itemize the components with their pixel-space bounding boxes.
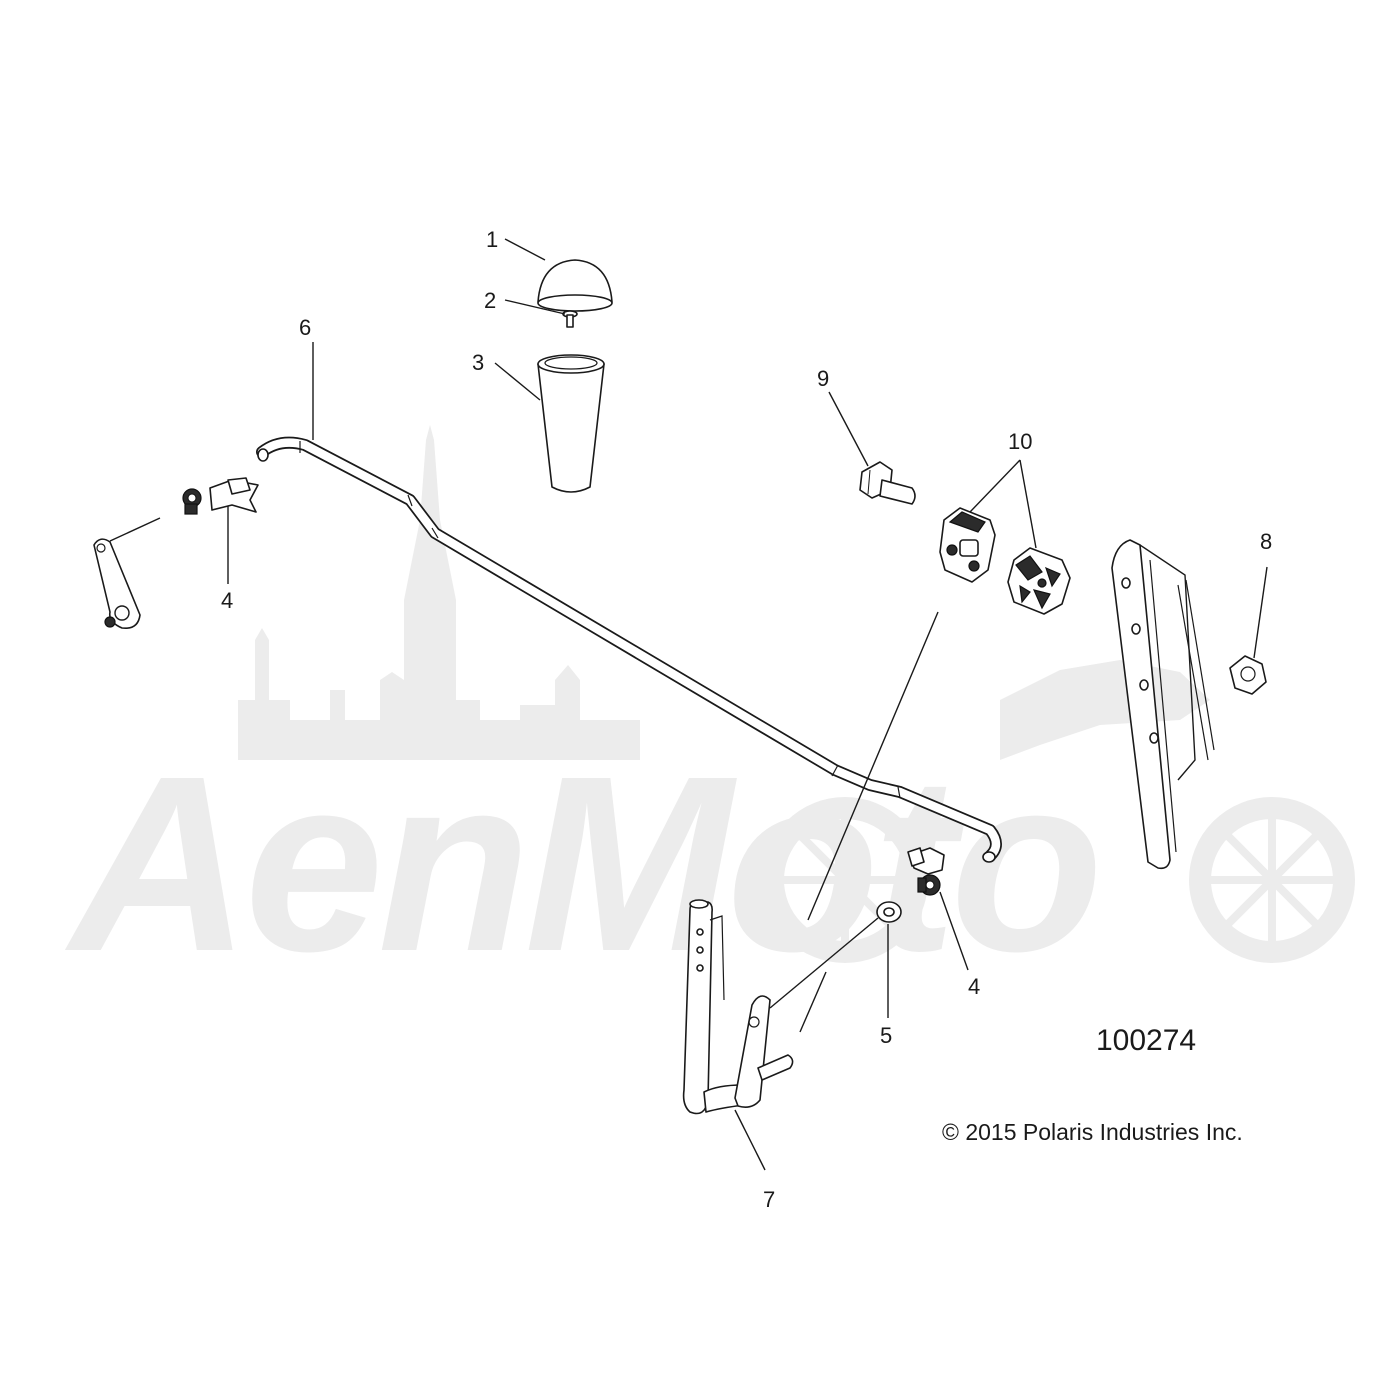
watermark: AenMoto bbox=[64, 425, 1355, 1003]
part-9-bolt bbox=[859, 461, 916, 505]
callout-7: 7 bbox=[763, 1187, 775, 1212]
part-7-shift-lever bbox=[682, 899, 794, 1115]
callout-9: 9 bbox=[817, 366, 829, 391]
part-8-nut bbox=[1229, 655, 1267, 695]
part-10-bushing-pads bbox=[939, 507, 1071, 615]
part-5-washer bbox=[876, 901, 902, 923]
left-linkage-arm bbox=[93, 538, 141, 630]
callout-labels: 1 2 3 4 4 5 6 7 8 9 10 bbox=[221, 227, 1272, 1212]
callout-1: 1 bbox=[486, 227, 498, 252]
callout-6: 6 bbox=[299, 315, 311, 340]
callout-10: 10 bbox=[1008, 429, 1032, 454]
watermark-skyline bbox=[238, 425, 640, 760]
copyright-notice: © 2015 Polaris Industries Inc. bbox=[942, 1119, 1243, 1145]
callout-8: 8 bbox=[1260, 529, 1272, 554]
part-6-shift-rod bbox=[256, 436, 1002, 863]
leader-lines bbox=[109, 238, 1268, 1171]
part-3-shift-knob bbox=[537, 354, 605, 493]
callout-4-right: 4 bbox=[968, 974, 980, 999]
right-bracket-plate bbox=[1111, 539, 1215, 870]
callout-4-left: 4 bbox=[221, 588, 233, 613]
reference-number: 100274 bbox=[1096, 1024, 1197, 1057]
callout-5: 5 bbox=[880, 1023, 892, 1048]
callout-2: 2 bbox=[484, 288, 496, 313]
part-1-knob-cap bbox=[537, 259, 613, 312]
part-4-rod-clip-right bbox=[907, 847, 945, 896]
part-4-rod-clip-left bbox=[182, 477, 259, 515]
watermark-wheel-front bbox=[762, 797, 928, 963]
watermark-motorcycle bbox=[1000, 660, 1210, 760]
callout-3: 3 bbox=[472, 350, 484, 375]
watermark-wheel-rear bbox=[1189, 797, 1355, 963]
